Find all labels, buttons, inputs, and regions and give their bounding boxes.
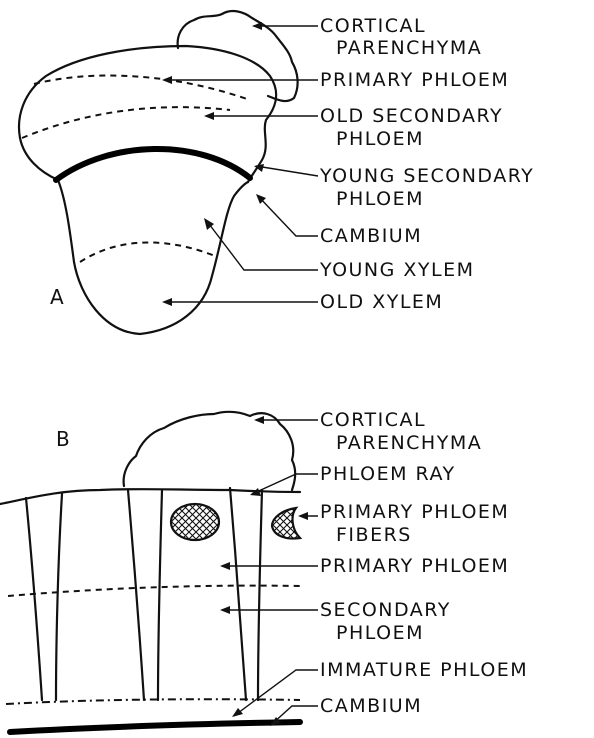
b-label-cambium: CAMBIUM: [320, 695, 422, 717]
a-cambium-band: [56, 149, 250, 180]
b-label-cortical-1: CORTICAL: [320, 409, 426, 431]
b-label-immature-phloem: IMMATURE PHLOEM: [320, 659, 528, 681]
b-fiber-right: [272, 508, 300, 539]
a-label-old-secondary-1: OLD SECONDARY: [320, 105, 503, 127]
a-label-old-xylem: OLD XYLEM: [320, 291, 443, 313]
a-label-cortical-1: CORTICAL: [320, 15, 426, 37]
b-leaders: [220, 416, 318, 726]
a-label-young-xylem: YOUNG XYLEM: [319, 259, 475, 281]
b-cambium-band: [10, 722, 300, 732]
a-label-cambium: CAMBIUM: [320, 225, 422, 247]
b-cortical-parenchyma-shape: [124, 412, 296, 490]
b-label-cortical-2: PARENCHYMA: [336, 432, 482, 454]
panel-b: B CORTICAL PARENCHYMA PHLOEM RAY PRIMARY…: [0, 409, 528, 732]
b-label-secondary-2: PHLOEM: [336, 622, 424, 644]
b-rays: [26, 488, 262, 700]
b-primary-secondary-boundary: [8, 586, 300, 596]
panel-a-letter: A: [50, 285, 64, 309]
a-label-young-secondary-1: YOUNG SECONDARY: [319, 165, 534, 187]
a-young-xylem-boundary: [80, 242, 215, 262]
a-phloem-cap-shape: [19, 46, 276, 182]
a-xylem-shape: [58, 180, 248, 334]
b-label-secondary-1: SECONDARY: [320, 599, 451, 621]
b-fiber-left: [171, 504, 219, 540]
b-label-fibers-2: FIBERS: [336, 524, 412, 546]
panel-b-letter: B: [56, 427, 70, 451]
a-label-cortical-2: PARENCHYMA: [336, 37, 482, 59]
a-label-young-secondary-2: PHLOEM: [336, 188, 424, 210]
b-label-primary-phloem: PRIMARY PHLOEM: [320, 555, 509, 577]
a-primary-phloem-boundary: [34, 76, 250, 100]
a-old-secondary-boundary: [22, 107, 230, 138]
a-label-primary-phloem: PRIMARY PHLOEM: [320, 69, 509, 91]
b-label-fibers-1: PRIMARY PHLOEM: [320, 501, 509, 523]
a-label-old-secondary-2: PHLOEM: [336, 128, 424, 150]
panel-a: A CORTICAL PARENCHYMA PRIMARY PHLOEM OLD…: [19, 11, 534, 334]
b-label-phloem-ray: PHLOEM RAY: [320, 463, 456, 485]
